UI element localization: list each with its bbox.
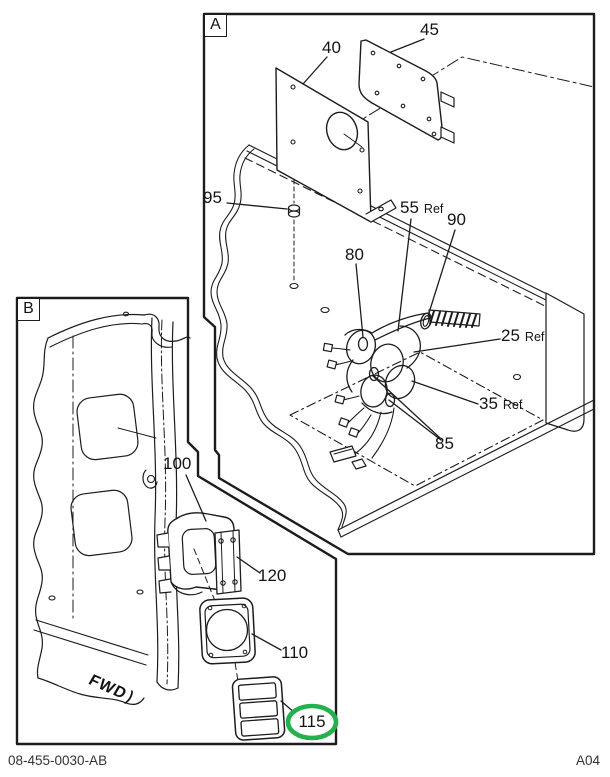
callout-45[interactable]: 45 bbox=[420, 20, 439, 39]
callout-115-highlighted[interactable]: 115 bbox=[298, 711, 326, 731]
callout-120[interactable]: 120 bbox=[258, 566, 287, 585]
footer-page-code: A04 bbox=[576, 753, 601, 768]
part-120-plate bbox=[214, 529, 242, 595]
panel-b-frame bbox=[15, 296, 338, 746]
part-110-bezel bbox=[199, 597, 256, 665]
panel-a-frame bbox=[202, 12, 596, 556]
callout-85[interactable]: 85 bbox=[435, 434, 454, 453]
part-40-cover-panel bbox=[275, 67, 397, 223]
panel-b-tag: B bbox=[17, 298, 40, 321]
floor-pan bbox=[210, 56, 595, 538]
footer-doc-number: 08-455-0030-AB bbox=[8, 753, 108, 768]
callout-100[interactable]: 100 bbox=[163, 454, 192, 473]
panel-a-tag: A bbox=[204, 14, 227, 37]
part-115-switch-panel bbox=[231, 676, 286, 741]
highlight-ellipse-115 bbox=[285, 703, 339, 741]
callout-40[interactable]: 40 bbox=[322, 38, 341, 57]
panel-a-tag-label: A bbox=[210, 16, 221, 33]
callout-80[interactable]: 80 bbox=[345, 245, 364, 264]
callout-95[interactable]: 95 bbox=[203, 188, 222, 207]
callout-90[interactable]: 90 bbox=[447, 210, 466, 229]
part-95-screw bbox=[287, 179, 301, 290]
wiring-harness bbox=[322, 309, 481, 470]
callout-110[interactable]: 110 bbox=[281, 643, 309, 662]
cab-corner-illustration bbox=[33, 311, 191, 705]
panel-b-tag-label: B bbox=[23, 300, 34, 317]
part-45-mounting-plate bbox=[358, 39, 455, 144]
